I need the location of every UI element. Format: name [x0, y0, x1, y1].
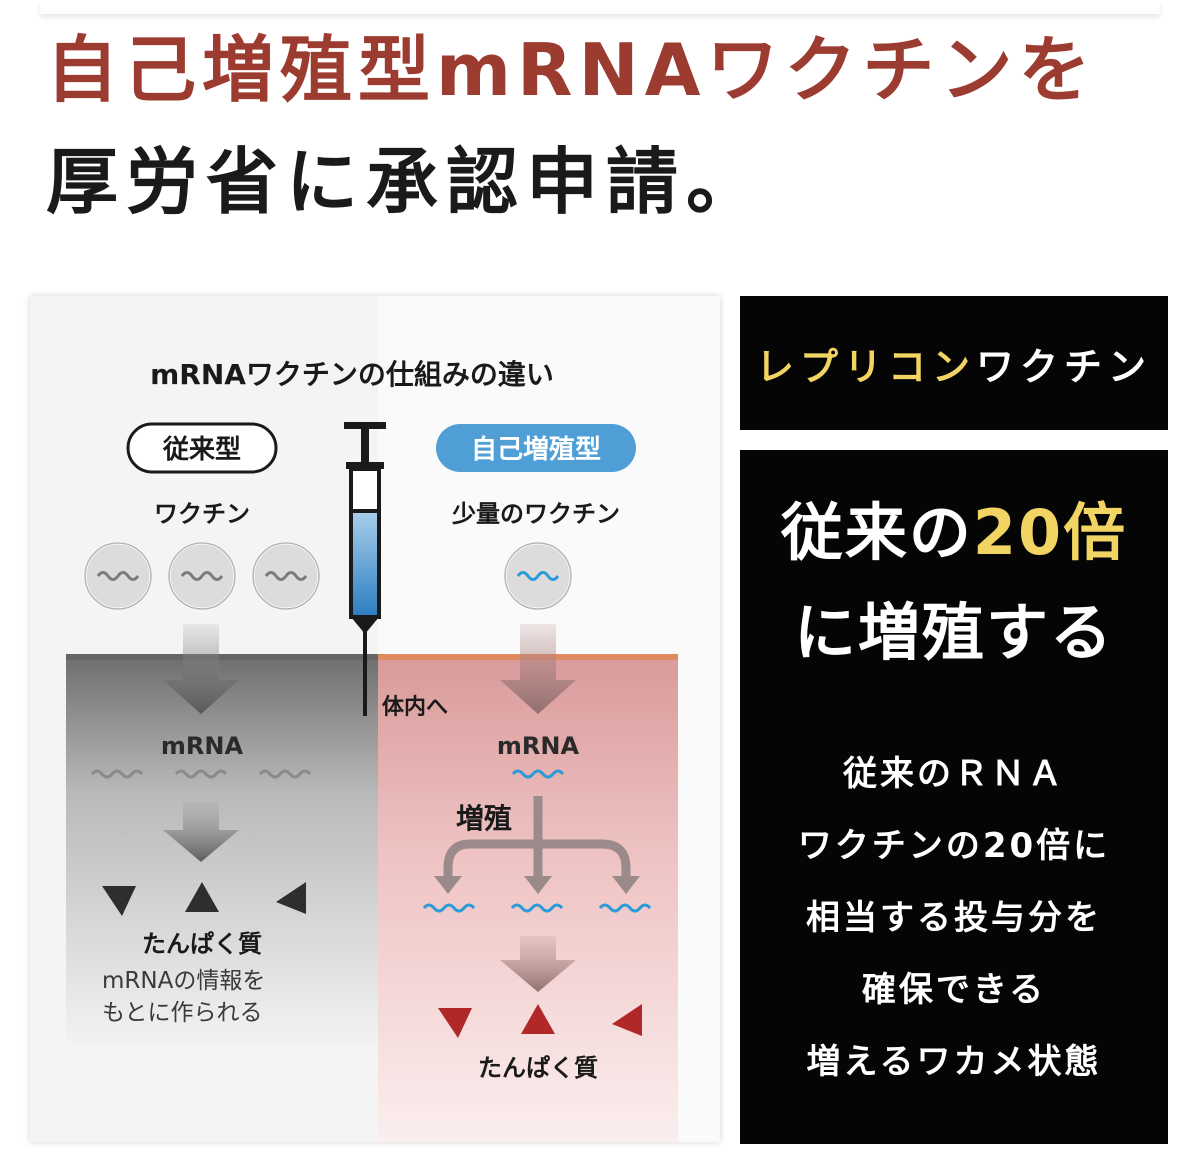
headline-accent: 20倍	[972, 496, 1128, 569]
conventional-protein-shape	[102, 886, 136, 916]
conventional-vaccine-particle	[251, 541, 321, 611]
info-body-line: 従来のＲＮＡ	[843, 754, 1065, 794]
conventional-note-line-2: もとに作られる	[102, 1000, 263, 1026]
conventional-mrna-strand	[90, 769, 144, 779]
self-amplifying-protein-shape	[521, 1004, 555, 1034]
amplify-branch-arrows	[443, 796, 631, 876]
self-amplifying-vaccine-particle	[503, 541, 573, 611]
mechanism-diagram: mRNAワクチンの仕組みの違い 従来型 ワクチン 自己増殖型 少量のワクチン	[30, 296, 720, 1142]
conventional-note-line-1: mRNAの情報を	[102, 968, 265, 994]
diagram-title: mRNAワクチンの仕組みの違い	[150, 358, 554, 391]
amplified-mrna-strand	[422, 903, 476, 913]
self-amplifying-protein-shape	[438, 1008, 472, 1038]
info-body-line: 相当する投与分を	[806, 898, 1102, 938]
info-body-line: ワクチンの20倍に	[797, 826, 1111, 866]
info-body-line: 確保できる	[861, 970, 1047, 1010]
replicon-label-accent: レプリコン	[755, 344, 976, 389]
replicon-vaccine-label-card: レプリコンワクチン	[740, 296, 1168, 430]
self-amplifying-arrow-down	[500, 624, 576, 714]
self-amplifying-badge	[436, 424, 636, 472]
conventional-mrna-label: mRNA	[161, 732, 244, 760]
self-amplifying-vaccine-label: 少量のワクチン	[451, 500, 620, 528]
conventional-vaccine-particle	[83, 541, 153, 611]
conventional-vaccine-label: ワクチン	[154, 500, 250, 528]
self-amplifying-mrna-label: mRNA	[497, 732, 580, 760]
self-amplifying-arrow-down-2	[500, 936, 576, 992]
info-headline-line-1: 従来の20倍	[740, 488, 1168, 578]
conventional-arrow-down	[163, 624, 239, 714]
conventional-body-zone	[66, 656, 378, 1046]
self-amplifying-protein-shape	[612, 1004, 642, 1036]
branch-arrowhead-left	[434, 876, 462, 894]
self-amplifying-body-zone	[378, 656, 678, 1142]
conventional-skin-line	[66, 654, 378, 660]
branch-arrowhead-right	[612, 876, 640, 894]
conventional-protein-shape	[185, 882, 219, 912]
headline-prefix: 従来の	[780, 496, 973, 569]
replicon-label-rest: ワクチン	[976, 344, 1153, 389]
conventional-badge-label: 従来型	[162, 435, 241, 465]
amplify-label: 増殖	[456, 802, 512, 835]
branch-arrowhead-center	[524, 876, 552, 894]
conventional-badge	[126, 422, 278, 474]
top-card-edge	[40, 0, 1160, 14]
headline-line-2: 厚労省に承認申請。	[46, 140, 767, 224]
info-body: 従来のＲＮＡ ワクチンの20倍に 相当する投与分を 確保できる 増えるワカメ状態	[740, 738, 1168, 1098]
amplified-mrna-strand	[598, 903, 652, 913]
headline-line-1: 自己増殖型mRNAワクチンを	[46, 28, 1097, 112]
diagram-canvas: mRNAワクチンの仕組みの違い 従来型 ワクチン 自己増殖型 少量のワクチン	[30, 296, 720, 1142]
conventional-mrna-strand	[258, 769, 312, 779]
self-amplifying-badge-label: 自己増殖型	[471, 434, 601, 465]
amplified-mrna-strand	[510, 903, 564, 913]
info-headline-line-2: に増殖する	[793, 596, 1114, 669]
conventional-mrna-strand	[174, 769, 228, 779]
injection-label: 体内へ	[382, 695, 448, 720]
self-amplifying-mrna-strand	[511, 769, 565, 779]
info-body-line: 増えるワカメ状態	[806, 1042, 1102, 1082]
conventional-arrow-down-2	[163, 802, 239, 862]
conventional-protein-shape	[276, 882, 306, 914]
conventional-vaccine-particle	[167, 541, 237, 611]
syringe-icon	[344, 422, 386, 716]
conventional-protein-label: たんぱく質	[142, 930, 262, 958]
self-amplifying-protein-label: たんぱく質	[478, 1054, 598, 1082]
info-card: 従来の20倍 に増殖する 従来のＲＮＡ ワクチンの20倍に 相当する投与分を 確…	[740, 450, 1168, 1144]
